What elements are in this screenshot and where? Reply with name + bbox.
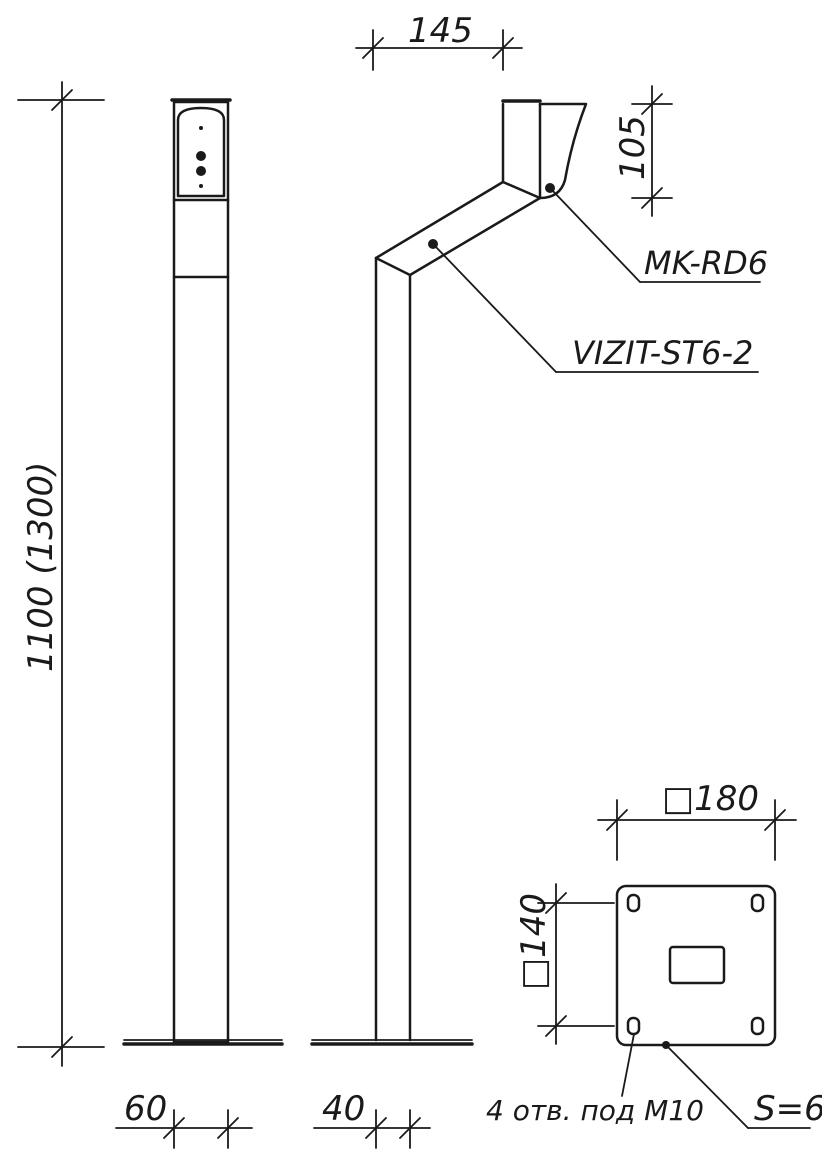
dimension-height: 1100 (1300) xyxy=(17,81,105,1067)
width-left-label: 60 xyxy=(124,1089,167,1129)
reader-height-label: 105 xyxy=(613,115,653,180)
dimension-width-left: 60 xyxy=(115,1089,253,1149)
side-view-post xyxy=(310,99,542,1046)
thickness-label: S=6 xyxy=(754,1089,822,1129)
reader-label: MK-RD6 xyxy=(644,244,768,282)
leader-post: VIZIT-ST6-2 xyxy=(434,245,759,373)
dimension-reader-height: 105 xyxy=(613,85,673,217)
base-width-label: □180 xyxy=(662,779,759,819)
base-plate xyxy=(615,884,777,1047)
front-view-post xyxy=(122,98,284,1046)
reader-body xyxy=(538,102,588,200)
leader-thickness: S=6 xyxy=(662,1041,822,1129)
width-right-label: 40 xyxy=(322,1089,365,1129)
dimension-base-depth: □140 xyxy=(514,883,615,1045)
base-depth-label: □140 xyxy=(514,893,554,990)
dimension-arm-offset: 145 xyxy=(355,11,523,71)
arm-offset-label: 145 xyxy=(408,11,473,51)
post-label: VIZIT-ST6-2 xyxy=(572,334,753,372)
leader-holes: 4 отв. под М10 xyxy=(486,1033,704,1127)
leader-reader: MK-RD6 xyxy=(551,189,768,283)
holes-note-label: 4 отв. под М10 xyxy=(486,1094,704,1127)
dimension-base-width: □180 xyxy=(597,779,797,861)
dimension-width-right: 40 xyxy=(313,1089,431,1149)
height-dimension-label: 1100 (1300) xyxy=(21,462,61,672)
